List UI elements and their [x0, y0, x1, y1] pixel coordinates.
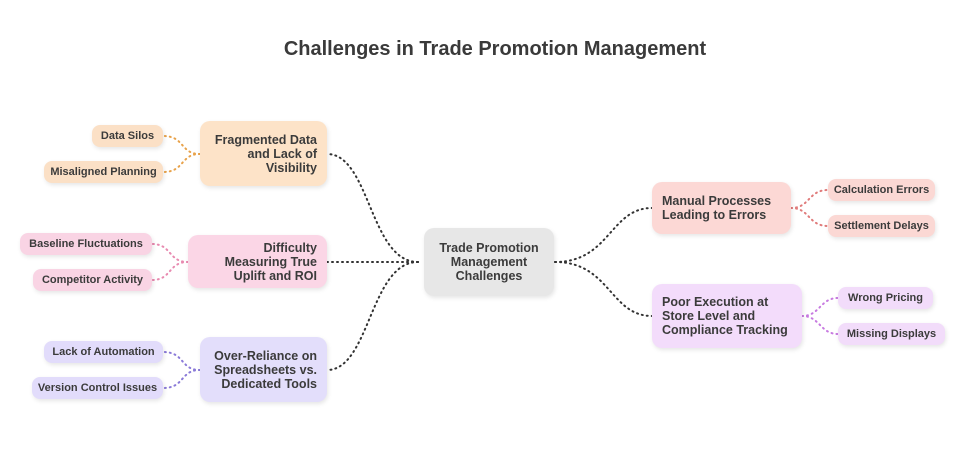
- branch-label: Manual Processes Leading to Errors: [662, 194, 772, 222]
- branch-label: Over-Reliance on Spreadsheets vs. Dedica…: [214, 348, 317, 391]
- branch-label: Poor Execution at Store Level and Compli…: [662, 295, 788, 337]
- link-center-fragmented-data: [326, 153, 419, 263]
- leaf-label: Wrong Pricing: [848, 292, 923, 304]
- leaf-competitor-activity: Competitor Activity: [33, 269, 152, 291]
- leaf-lack-of-automation: Lack of Automation: [44, 341, 163, 363]
- leaf-baseline-fluctuations: Baseline Fluctuations: [20, 233, 152, 255]
- leaf-wrong-pricing: Wrong Pricing: [838, 287, 933, 309]
- diagram-title: Challenges in Trade Promotion Management: [283, 38, 707, 60]
- branch-fragmented-data: Fragmented Data and Lack of Visibility: [200, 121, 327, 186]
- leaf-label: Data Silos: [100, 130, 155, 142]
- leaf-label: Version Control Issues: [37, 382, 158, 394]
- link-center-manual-processes: [554, 207, 653, 263]
- branch-measuring-uplift: Difficulty Measuring True Uplift and ROI: [188, 235, 327, 288]
- leaf-settlement-delays: Settlement Delays: [828, 215, 935, 237]
- central-topic-label: Trade Promotion Management Challenges: [439, 241, 539, 283]
- link-competitor-activity: [151, 261, 189, 281]
- leaf-label: Baseline Fluctuations: [29, 238, 143, 250]
- central-topic-node: Trade Promotion Management Challenges: [424, 228, 554, 296]
- branch-spreadsheets: Over-Reliance on Spreadsheets vs. Dedica…: [200, 337, 327, 402]
- leaf-label: Lack of Automation: [52, 346, 155, 358]
- leaf-label: Settlement Delays: [834, 220, 929, 232]
- link-version-control: [162, 369, 201, 389]
- leaf-label: Missing Displays: [846, 328, 937, 340]
- link-calculation-errors: [790, 189, 829, 209]
- leaf-label: Calculation Errors: [833, 184, 930, 196]
- branch-poor-execution: Poor Execution at Store Level and Compli…: [652, 284, 802, 348]
- branch-label: Fragmented Data and Lack of Visibility: [214, 132, 317, 175]
- link-lack-of-automation: [162, 351, 201, 371]
- leaf-calculation-errors: Calculation Errors: [828, 179, 935, 201]
- leaf-label: Competitor Activity: [41, 274, 144, 286]
- leaf-misaligned-planning: Misaligned Planning: [44, 161, 163, 183]
- leaf-label: Misaligned Planning: [50, 166, 157, 178]
- link-settlement-delays: [790, 207, 829, 227]
- link-wrong-pricing: [801, 297, 839, 317]
- leaf-version-control-issues: Version Control Issues: [32, 377, 163, 399]
- leaf-data-silos: Data Silos: [92, 125, 163, 147]
- branch-label: Difficulty Measuring True Uplift and ROI: [224, 240, 317, 283]
- link-misaligned-planning: [162, 153, 201, 173]
- link-data-silos: [162, 135, 201, 155]
- link-center-spreadsheets: [326, 261, 419, 371]
- link-baseline-fluctuations: [151, 243, 189, 263]
- branch-manual-processes: Manual Processes Leading to Errors: [652, 182, 791, 234]
- link-missing-displays: [801, 315, 839, 335]
- link-center-poor-execution: [554, 261, 653, 317]
- leaf-missing-displays: Missing Displays: [838, 323, 945, 345]
